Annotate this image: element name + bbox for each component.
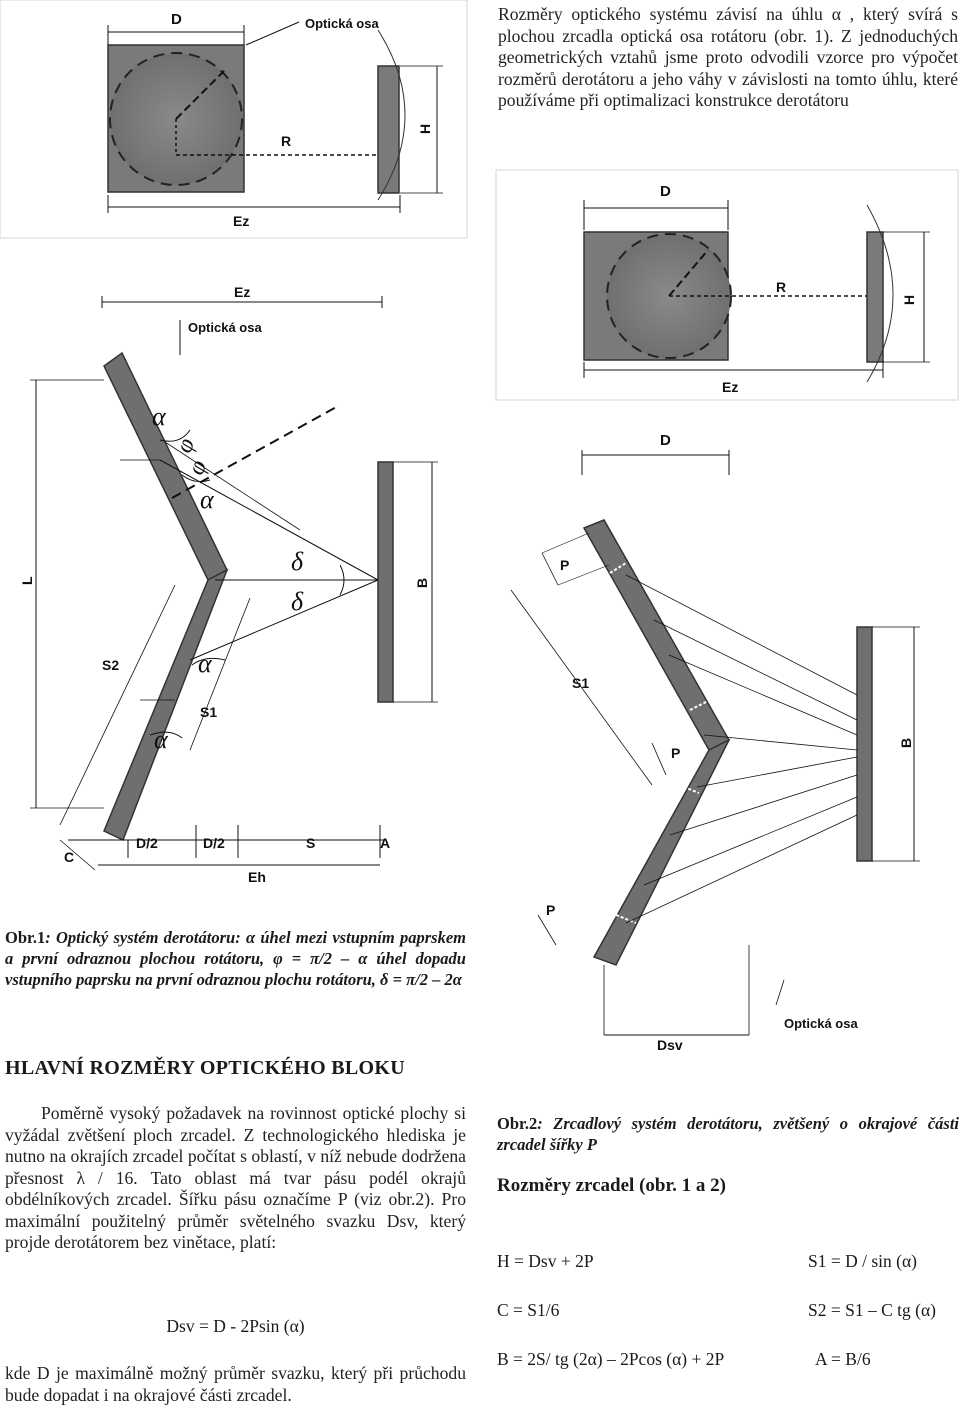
label-A: A: [380, 835, 390, 851]
label-S: S: [306, 835, 315, 851]
label-alpha-2: α: [200, 485, 215, 514]
figure-2-caption: Obr.2: Zrcadlový systém derotátoru, zvět…: [497, 1113, 959, 1155]
formula-H: H = Dsv + 2P: [497, 1251, 594, 1271]
caption-1-label: Obr.1: [5, 928, 46, 947]
label-R: R: [776, 279, 786, 295]
label-Dsv: Dsv: [657, 1037, 683, 1053]
label-H: H: [417, 124, 433, 134]
formula-C: C = S1/6: [497, 1300, 560, 1320]
label-alpha-4: α: [154, 725, 169, 754]
side-mirror-2: [866, 231, 884, 363]
figure-top-right: D R Ez H: [495, 169, 959, 401]
label-L: L: [19, 576, 35, 585]
mirrors-heading: Rozměry zrcadel (obr. 1 a 2): [497, 1175, 726, 1196]
label-B: B: [898, 738, 914, 748]
paragraph-1-text: Poměrně vysoký požadavek na rovinnost op…: [5, 1103, 466, 1252]
label-delta-2: δ: [291, 587, 304, 616]
label-optical-axis: Optická osa: [305, 16, 379, 31]
caption-2-text: : Zrcadlový systém derotátoru, zvětšený …: [497, 1114, 959, 1154]
label-Ez: Ez: [233, 213, 249, 229]
caption-2-label: Obr.2: [497, 1114, 538, 1133]
figure-top-left: D Optická osa R Ez H: [0, 0, 468, 239]
label-S1: S1: [200, 704, 217, 720]
label-P-2: P: [671, 745, 680, 761]
label-D: D: [660, 183, 671, 200]
intro-paragraph: Rozměry optického systému závisí na úhlu…: [498, 4, 958, 112]
label-P-1: P: [560, 557, 569, 573]
section-paragraph-2: kde D je maximálně možný průměr svazku, …: [5, 1363, 466, 1406]
label-delta-1: δ: [291, 547, 304, 576]
label-D: D: [171, 11, 182, 28]
mirror-right: [377, 461, 394, 703]
formula-S1: S1 = D / sin (α): [808, 1251, 917, 1271]
label-S1: S1: [572, 675, 589, 691]
mirror-lower: [592, 738, 731, 966]
side-mirror: [377, 65, 400, 194]
label-optical-axis: Optická osa: [188, 320, 262, 335]
label-alpha-3: α: [198, 649, 213, 678]
label-D: D: [660, 432, 671, 449]
label-optical-axis: Optická osa: [784, 1016, 858, 1031]
formula-dsv: Dsv = D - 2Psin (α): [166, 1316, 305, 1336]
figure-1-caption: Obr.1: Optický systém derotátoru: α úhel…: [5, 927, 466, 990]
label-Eh: Eh: [248, 869, 266, 885]
label-D2-b: D/2: [203, 835, 225, 851]
label-C: C: [64, 849, 74, 865]
label-S2: S2: [102, 657, 119, 673]
formula-S2: S2 = S1 – C tg (α): [808, 1300, 936, 1320]
figure-1: Ez Optická osa L B α φ φ α δ δ α α S2 S1…: [19, 284, 438, 885]
label-B: B: [414, 578, 430, 588]
label-H: H: [901, 295, 917, 305]
figure-2: D P P P S1 B Optická osa Dsv: [510, 432, 920, 1053]
label-R: R: [281, 133, 291, 149]
label-Ez: Ez: [234, 284, 250, 300]
label-P-3: P: [546, 902, 555, 918]
caption-1-text: : Optický systém derotátoru: α úhel mezi…: [5, 928, 466, 989]
label-phi-1: φ: [171, 435, 200, 456]
section-heading: HLAVNÍ ROZMĚRY OPTICKÉHO BLOKU: [5, 1057, 406, 1079]
formula-A: A = B/6: [815, 1349, 871, 1369]
section-paragraph-1: Poměrně vysoký požadavek na rovinnost op…: [5, 1103, 466, 1254]
mirror-right: [856, 626, 873, 862]
mirror-upper: [582, 519, 731, 751]
paragraph-2-text: kde D je maximálně možný průměr svazku, …: [5, 1363, 466, 1405]
intro-text: Rozměry optického systému závisí na úhlu…: [498, 4, 958, 110]
label-D2-a: D/2: [136, 835, 158, 851]
formula-B: B = 2S/ tg (2α) – 2Pcos (α) + 2P: [497, 1349, 725, 1369]
label-alpha-1: α: [152, 402, 167, 431]
label-Ez: Ez: [722, 379, 738, 395]
